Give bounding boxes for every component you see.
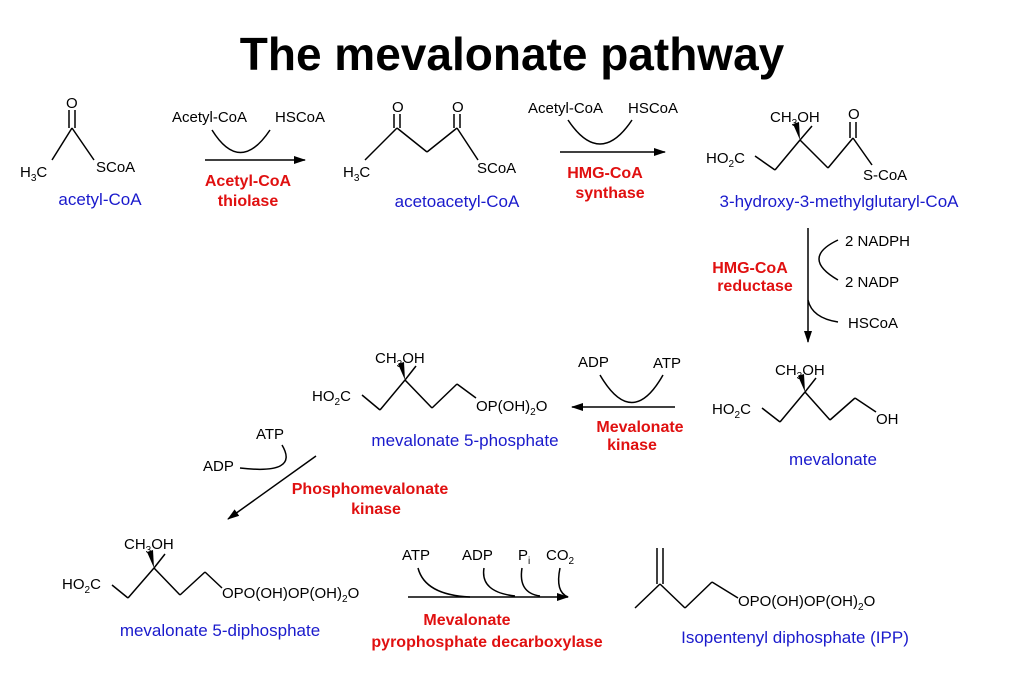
acetyl-coa-cofactor: Acetyl-CoA <box>172 109 247 126</box>
enzyme-mpd-line2: pyrophosphate decarboxylase <box>371 634 602 651</box>
ch3-label: CH3OH <box>775 362 825 382</box>
pi-cofactor: Pi <box>518 547 530 567</box>
hmg-coa-reductase-step: 2 NADPH 2 NADP HSCoA HMG-CoA reductase <box>712 228 910 343</box>
methyl-label: H3C <box>20 164 47 184</box>
ipp-name: Isopentenyl diphosphate (IPP) <box>681 628 909 647</box>
oh-label: OH <box>876 411 899 428</box>
mevalonate-name: mevalonate <box>789 450 877 469</box>
enzyme-hmgs-line1: HMG-CoA <box>567 165 643 182</box>
ho2c-label: HO2C <box>706 150 745 170</box>
atp-cofactor: ATP <box>256 426 284 443</box>
adp-cofactor: ADP <box>462 547 493 564</box>
mevalonate-pyrophosphate-decarboxylase-step: ATP ADP Pi CO2 Mevalonate pyrophosphate … <box>371 547 602 651</box>
ho2c-label: HO2C <box>712 401 751 421</box>
acetoacetyl-coa-structure: O O H3C SCoA <box>343 99 516 184</box>
reaction-arrow-5 <box>227 455 317 520</box>
acetyl-coa-name: acetyl-CoA <box>58 190 142 209</box>
mevalonate-5-diphosphate-name: mevalonate 5-diphosphate <box>120 621 320 640</box>
phosphomevalonate-kinase-step: ATP ADP Phosphomevalonate kinase <box>203 426 449 520</box>
mevalonate-kinase-step: ADP ATP Mevalonate kinase <box>571 354 684 454</box>
mevalonate-5-phosphate-structure: CH3OH HO2C OP(OH)2O <box>312 350 547 418</box>
nadph-cofactor: 2 NADPH <box>845 233 910 250</box>
ho2c-label: HO2C <box>312 388 351 408</box>
hscoa-cofactor: HSCoA <box>275 109 325 126</box>
hmg-coa-synthase-step: Acetyl-CoA HSCoA HMG-CoA synthase <box>528 100 678 202</box>
enzyme-mk-line2: kinase <box>607 437 657 454</box>
ch3-label: CH3OH <box>124 536 174 556</box>
hscoa-cofactor: HSCoA <box>848 315 898 332</box>
hmg-coa-structure: O CH3OH HO2C S-CoA <box>706 106 907 184</box>
enzyme-thiolase-line2: thiolase <box>218 193 279 210</box>
mevalonate-5-phosphate-name: mevalonate 5-phosphate <box>371 431 558 450</box>
methyl-label: H3C <box>343 164 370 184</box>
enzyme-pmk-line2: kinase <box>351 501 401 518</box>
adp-cofactor: ADP <box>578 354 609 371</box>
phosphate-label: OP(OH)2O <box>476 398 547 418</box>
co2-cofactor: CO2 <box>546 547 575 567</box>
ipp-structure: OPO(OH)OP(OH)2O <box>634 548 875 613</box>
ch3-label: CH3OH <box>770 109 820 129</box>
scoa-label: SCoA <box>96 159 135 176</box>
enzyme-mk-line1: Mevalonate <box>596 419 683 436</box>
nadp-cofactor: 2 NADP <box>845 274 899 291</box>
ho2c-label: HO2C <box>62 576 101 596</box>
hscoa-cofactor: HSCoA <box>628 100 678 117</box>
enzyme-hmgr-line2: reductase <box>717 278 793 295</box>
enzyme-pmk-line1: Phosphomevalonate <box>292 481 449 498</box>
enzyme-thiolase-line1: Acetyl-CoA <box>205 173 292 190</box>
oxygen-label: O <box>848 106 860 123</box>
scoa-label: SCoA <box>477 160 516 177</box>
ch3-label: CH3OH <box>375 350 425 370</box>
atp-cofactor: ATP <box>653 355 681 372</box>
enzyme-hmgr-line1: HMG-CoA <box>712 260 788 277</box>
oxygen-label: O <box>66 95 78 112</box>
s-coa-label: S-CoA <box>863 167 907 184</box>
hmg-coa-name: 3-hydroxy-3-methylglutaryl-CoA <box>719 192 959 211</box>
acetyl-coa-cofactor: Acetyl-CoA <box>528 100 603 117</box>
page-title: The mevalonate pathway <box>240 28 785 80</box>
atp-cofactor: ATP <box>402 547 430 564</box>
enzyme-mpd-line1: Mevalonate <box>423 612 510 629</box>
thiolase-step: Acetyl-CoA HSCoA Acetyl-CoA thiolase <box>172 109 325 210</box>
acetyl-coa-structure: O H3C SCoA <box>20 95 135 184</box>
diphosphate-label: OPO(OH)OP(OH)2O <box>222 585 359 605</box>
diphosphate-label: OPO(OH)OP(OH)2O <box>738 593 875 613</box>
mevalonate-5-diphosphate-structure: CH3OH HO2C OPO(OH)OP(OH)2O <box>62 536 359 605</box>
enzyme-hmgs-line2: synthase <box>575 185 644 202</box>
oxygen-label-2: O <box>452 99 464 116</box>
oxygen-label-1: O <box>392 99 404 116</box>
acetoacetyl-coa-name: acetoacetyl-CoA <box>395 192 520 211</box>
adp-cofactor: ADP <box>203 458 234 475</box>
mevalonate-structure: CH3OH HO2C OH <box>712 362 899 428</box>
